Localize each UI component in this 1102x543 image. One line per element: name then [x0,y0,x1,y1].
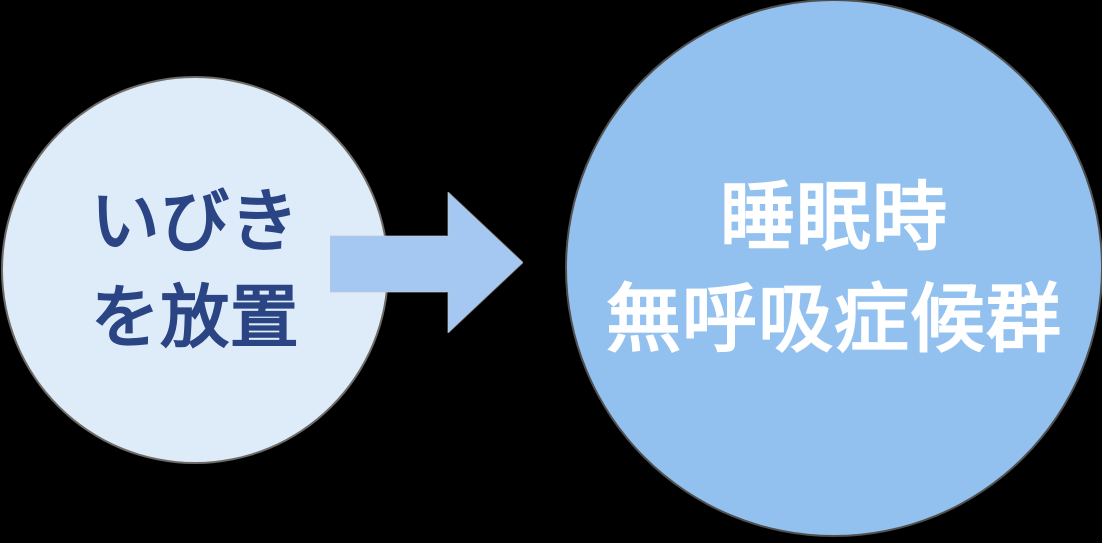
effect-label-line-2: 無呼吸症候群 [605,277,1062,361]
cause-circle: いびき を放置 [3,78,387,462]
cause-circle-label: いびき を放置 [91,174,300,366]
effect-circle: 睡眠時 無呼吸症候群 [567,1,1101,535]
cause-label-line-2: を放置 [90,279,300,356]
effect-circle-label: 睡眠時 無呼吸症候群 [606,166,1062,370]
effect-label-line-1: 睡眠時 [719,175,948,259]
cause-label-line-1: いびき [90,183,300,260]
right-arrow-icon [330,192,523,333]
